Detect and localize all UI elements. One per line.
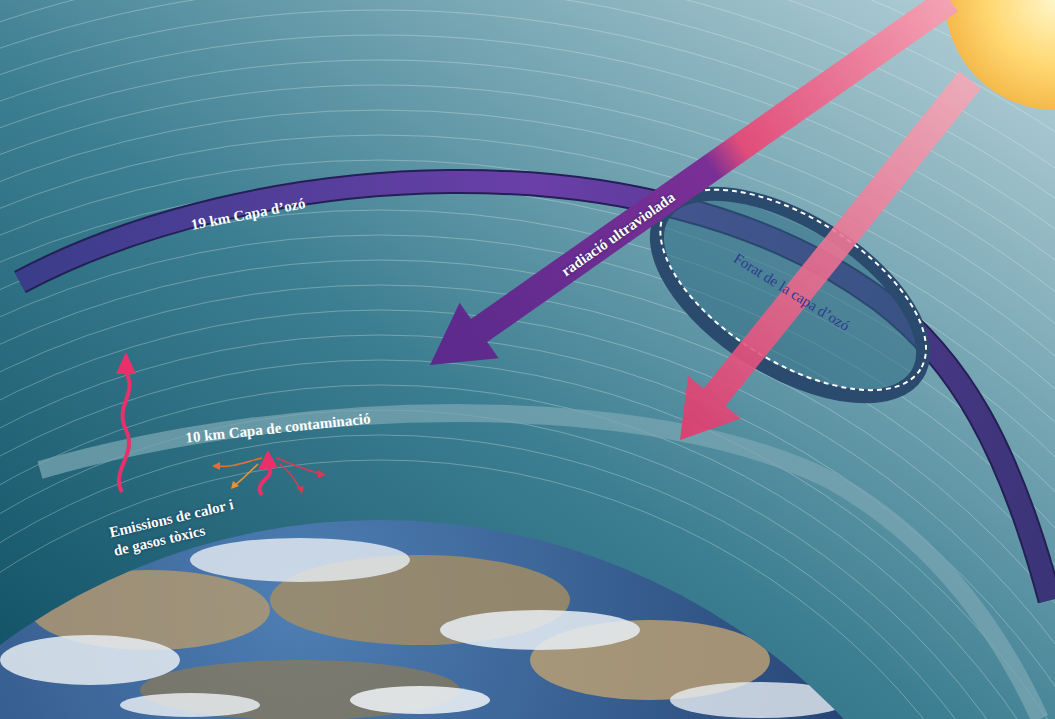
scatter-arrow xyxy=(216,458,322,490)
radiation-label: radiació ultraviolada xyxy=(557,188,678,281)
ozone-hole-ellipse: Forat de la capa d’ozó xyxy=(731,249,854,335)
node-text: Forat de la capa d’ozó xyxy=(731,249,854,335)
ozone-layer-band: 19 km Capa d’ozó xyxy=(189,194,307,234)
uv-arrow xyxy=(680,71,981,440)
emissions-label: Emissions de calor i de gasos tòxics xyxy=(108,493,249,560)
node-text: 10 km Capa de contaminació xyxy=(185,409,372,446)
pollution-layer-band: 10 km Capa de contaminació xyxy=(185,409,372,446)
node-text: 19 km Capa d’ozó xyxy=(189,194,307,234)
